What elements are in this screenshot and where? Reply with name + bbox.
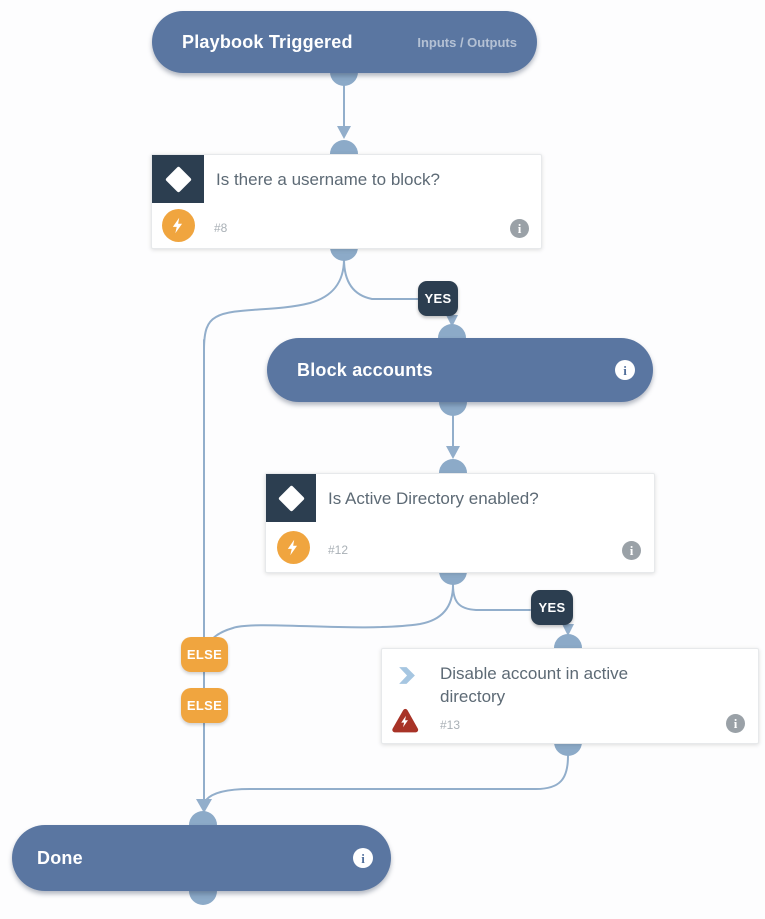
- info-circle-icon[interactable]: i: [615, 360, 635, 380]
- node-id: #13: [440, 718, 461, 732]
- arrowheads: [196, 126, 574, 813]
- wire-decision1-yes: [343, 258, 419, 300]
- wire-disable-to-done: [205, 755, 569, 801]
- node-decision-active-directory[interactable]: Is Active Directory enabled? #12 i: [265, 473, 655, 573]
- inputs-outputs-link[interactable]: Inputs / Outputs: [417, 34, 517, 50]
- warning-bolt-triangle-icon: [392, 708, 419, 733]
- node-block-accounts[interactable]: Block accounts i: [267, 338, 653, 402]
- node-id: #8: [214, 221, 228, 235]
- lightning-bolt-icon: [277, 531, 310, 564]
- arrowhead-icon: [337, 126, 351, 139]
- branch-badge-yes[interactable]: YES: [531, 590, 573, 625]
- decision-icon-box: [152, 155, 204, 203]
- node-decision-username[interactable]: Is there a username to block? #8 i: [151, 154, 542, 249]
- chevron-right-icon: [399, 667, 415, 684]
- node-label: Done: [37, 847, 83, 868]
- diamond-icon: [277, 484, 305, 512]
- wire-decision2-yes: [452, 584, 531, 611]
- node-playbook-triggered[interactable]: Playbook Triggered Inputs / Outputs: [152, 11, 537, 73]
- branch-badge-else[interactable]: ELSE: [181, 637, 228, 672]
- branch-badge-else[interactable]: ELSE: [181, 688, 228, 723]
- lightning-bolt-icon: [162, 209, 195, 242]
- wire-decision2-else: [203, 584, 454, 663]
- info-circle-icon[interactable]: i: [353, 848, 373, 868]
- info-circle-icon[interactable]: i: [622, 541, 641, 560]
- decision-icon-box: [266, 474, 316, 522]
- wire-decision1-else: [203, 258, 345, 351]
- info-circle-icon[interactable]: i: [510, 219, 529, 238]
- arrowhead-icon: [446, 315, 458, 327]
- node-title: Disable account in active directory: [440, 664, 629, 706]
- node-label: Playbook Triggered: [182, 31, 353, 52]
- arrowhead-icon: [562, 624, 574, 636]
- node-id: #12: [328, 543, 349, 557]
- node-disable-account[interactable]: Disable account in active directory #13 …: [381, 648, 759, 744]
- diamond-icon: [164, 165, 192, 193]
- node-title: Is there a username to block?: [216, 170, 440, 189]
- node-done[interactable]: Done i: [12, 825, 391, 891]
- node-title: Is Active Directory enabled?: [328, 489, 539, 508]
- node-label: Block accounts: [297, 359, 433, 380]
- arrowhead-icon: [196, 799, 212, 813]
- arrowhead-icon: [446, 446, 460, 459]
- branch-badge-yes[interactable]: YES: [418, 281, 458, 316]
- info-circle-icon[interactable]: i: [726, 714, 745, 733]
